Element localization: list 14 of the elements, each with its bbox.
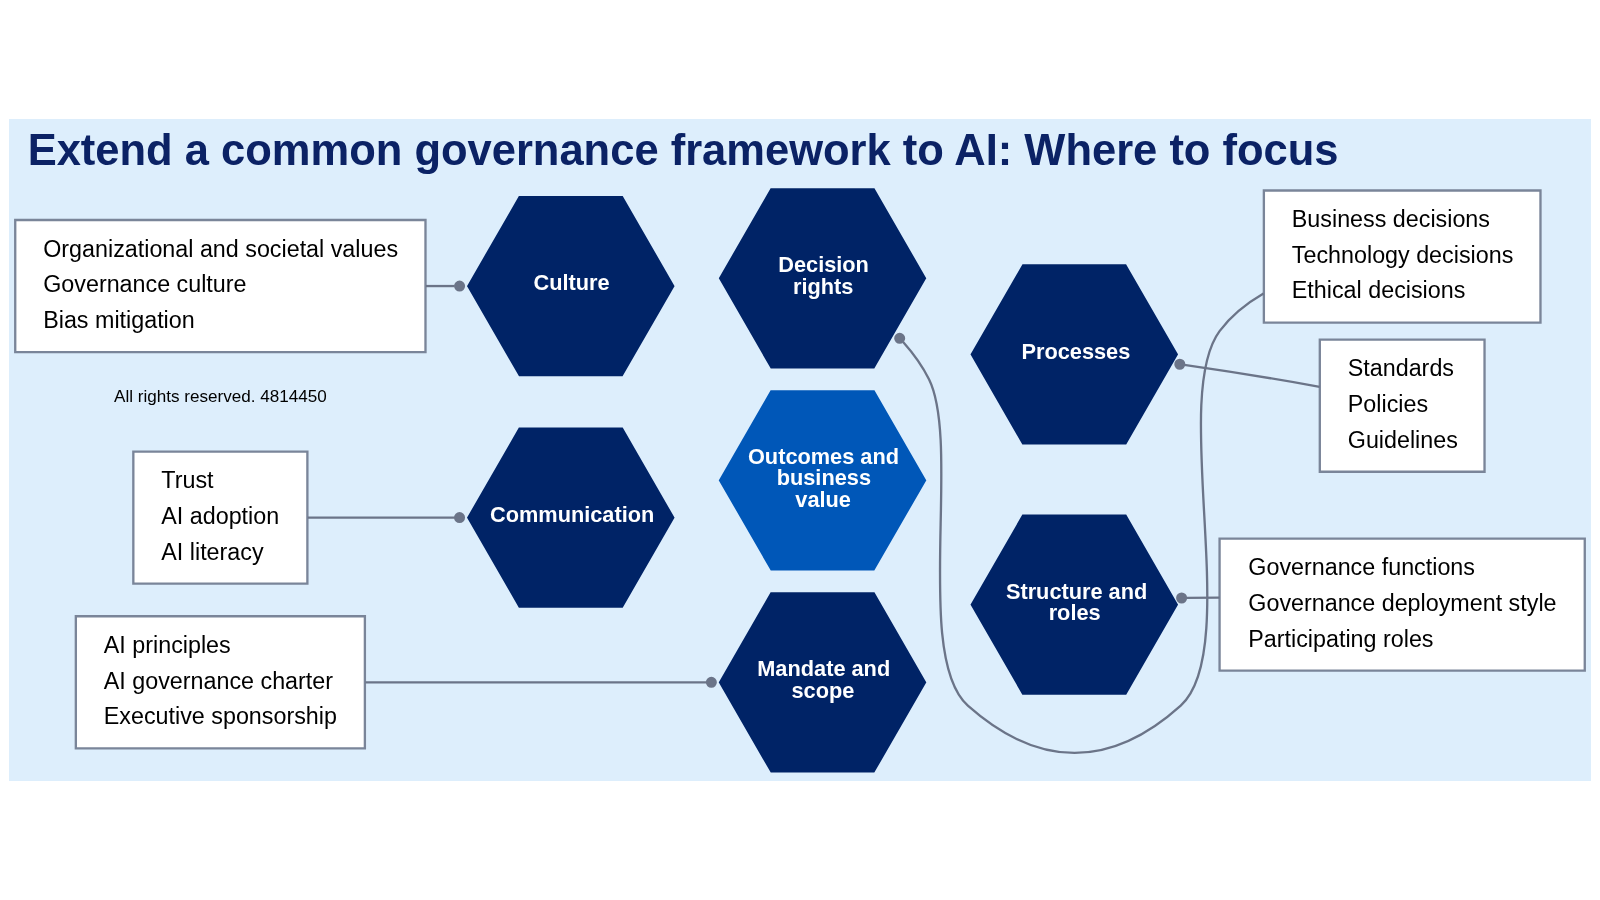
node-box: Standards Policies Guidelines bbox=[1318, 338, 1486, 473]
connector bbox=[307, 512, 466, 524]
label: All rights reserved. 4814450 bbox=[114, 387, 327, 407]
connector bbox=[1174, 358, 1320, 388]
node-box: Governance functions Governance deployment style Participating roles bbox=[1218, 537, 1586, 672]
connector bbox=[365, 676, 717, 688]
connector bbox=[894, 292, 1265, 754]
node-box: Business decisions Technology decisions Ethical decisions bbox=[1262, 189, 1542, 324]
connector bbox=[425, 280, 466, 292]
node-box: Trust AI adoption AI literacy bbox=[132, 450, 309, 585]
connector bbox=[1176, 592, 1220, 604]
node-box: Organizational and societal values Governance culture Bias mitigation bbox=[14, 218, 427, 354]
diagram-title: Extend a common governance framework to AI: Where to focus bbox=[27, 125, 1339, 174]
node-box: AI principles AI governance charter Executive sponsorship bbox=[74, 615, 367, 750]
